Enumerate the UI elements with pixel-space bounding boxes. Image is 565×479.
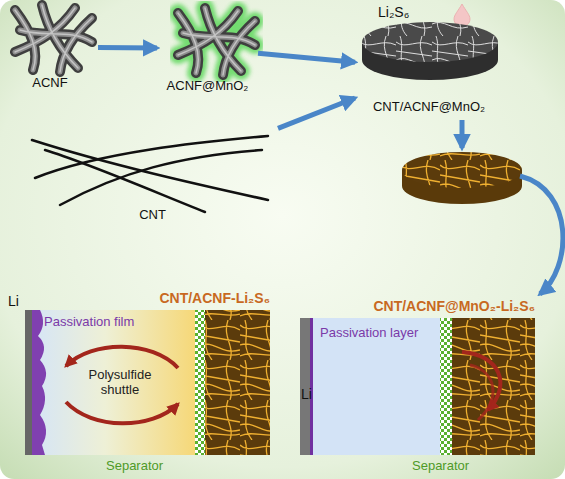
process-arrow: [520, 176, 563, 294]
membrane-node: CNT/ACNF@MnO₂: [358, 20, 500, 118]
droplet-icon: [454, 4, 470, 26]
node-text: Polysulfide shuttle: [80, 368, 160, 398]
node-text: ACNF: [5, 76, 95, 91]
left-cell-illustration: [25, 310, 270, 455]
separator-label: Separator: [106, 459, 163, 474]
cnt-lines: [32, 136, 268, 212]
cell-panel: CNT/ACNF@MnO₂-Li₂S₆: [300, 298, 535, 458]
shuttle-ellipse: Polysulfide shuttle: [70, 358, 170, 412]
node-text: CNT: [30, 208, 275, 223]
process-arrow: [278, 98, 355, 128]
node-text: ACNF@MnO₂: [160, 79, 255, 94]
cnt-node: CNT: [30, 130, 275, 225]
process-arrow: [460, 120, 465, 148]
fiber-node: ACNF: [5, 2, 95, 92]
yellow-membrane-disc: [402, 152, 522, 204]
layer-label: Passivation film: [44, 315, 134, 330]
separator-label: Separator: [412, 459, 469, 474]
node-text: CNT/ACNF-Li₂S₆: [120, 290, 270, 306]
acnf-mno2-fibers: [178, 8, 255, 75]
process-arrow: [258, 53, 355, 62]
process-arrow: [98, 45, 157, 51]
electrode-label: Li: [301, 386, 312, 402]
chemical-label: Li₂S₆: [378, 4, 409, 20]
node-text: CNT/ACNF@MnO₂: [358, 100, 500, 115]
node-text: CNT/ACNF@MnO₂-Li₂S₆: [300, 298, 535, 314]
electrode-label: Li: [8, 293, 19, 309]
right-cell-illustration: [300, 318, 535, 455]
layer-label: Passivation layer: [320, 326, 418, 341]
gray-membrane-disc: [362, 22, 498, 80]
acnf-fibers: [15, 5, 92, 72]
fiber-node: ACNF@MnO₂: [160, 2, 255, 95]
